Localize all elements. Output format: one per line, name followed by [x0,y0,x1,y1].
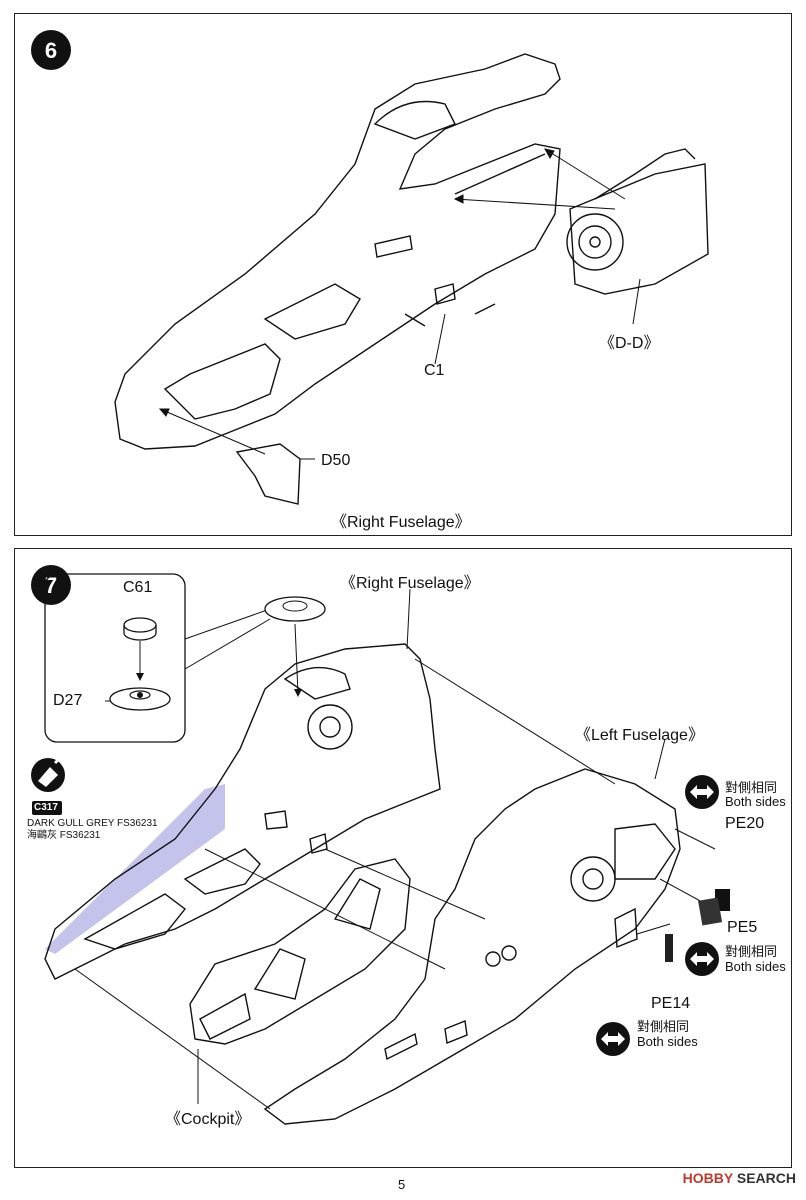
step-6-number: 6 [45,38,57,63]
cockpit-tub [189,858,411,1045]
label-right-fuselage: 《Right Fuselage》 [340,575,480,592]
step-7-panel: 7 [14,548,792,1168]
label-d50: D50 [321,452,351,469]
step-7-badge [31,565,71,605]
both-sides-cn-1: 對側相同 [725,780,778,795]
both-sides-cn-2: 對側相同 [725,944,778,959]
step-7-number: 7 [45,573,57,598]
detail-inset [44,573,186,743]
fuselage-c1 [114,53,561,450]
assembly-arrows [158,148,641,460]
paint-name-en: DARK GULL GREY FS36231 [27,818,158,829]
paint-code-badge [32,801,62,815]
watermark-search: SEARCH [736,1170,796,1186]
step-6-panel: 6 [14,13,792,536]
right-fuselage-drawing: 6 [31,30,709,505]
both-sides-icon-1 [685,775,719,809]
hobby-search-watermark: HOBBY SEARCH [683,1170,796,1186]
step-6-caption: 《Right Fuselage》 [331,514,471,531]
label-left-fuselage: 《Left Fuselage》 [575,727,704,744]
pe14-part [665,934,673,962]
both-sides-icon-2 [685,942,719,976]
label-pe20: PE20 [725,815,765,832]
step-6-badge [31,30,71,70]
label-d-d: 《D-D》 [599,335,660,352]
label-c61: C61 [123,579,153,596]
watermark-brand: HOBBY [682,1170,733,1186]
both-sides-icon-3 [596,1022,630,1056]
label-cockpit: 《Cockpit》 [165,1111,251,1128]
left-fuselage [263,768,681,1125]
both-sides-en-2: Both sides [725,959,786,974]
both-sides-en-3: Both sides [637,1034,698,1049]
label-pe5: PE5 [727,919,758,936]
pe5-part [698,897,723,926]
both-sides-en-1: Both sides [725,794,786,809]
paint-code: C317 [34,802,58,813]
right-fuselage [44,643,441,980]
paint-name-cn: 海鷗灰 FS36231 [27,830,101,841]
engine-d-d [566,148,709,295]
part-d50 [235,443,301,505]
both-sides-cn-3: 對側相同 [637,1019,690,1034]
fuselage-assembly-drawing: 7 [31,565,730,1125]
paint-bucket-icon [31,753,65,792]
label-pe14: PE14 [651,995,691,1012]
page-number: 5 [398,1177,406,1192]
paint-highlight [45,784,225,954]
label-d27: D27 [53,692,83,709]
label-c1: C1 [424,362,445,379]
